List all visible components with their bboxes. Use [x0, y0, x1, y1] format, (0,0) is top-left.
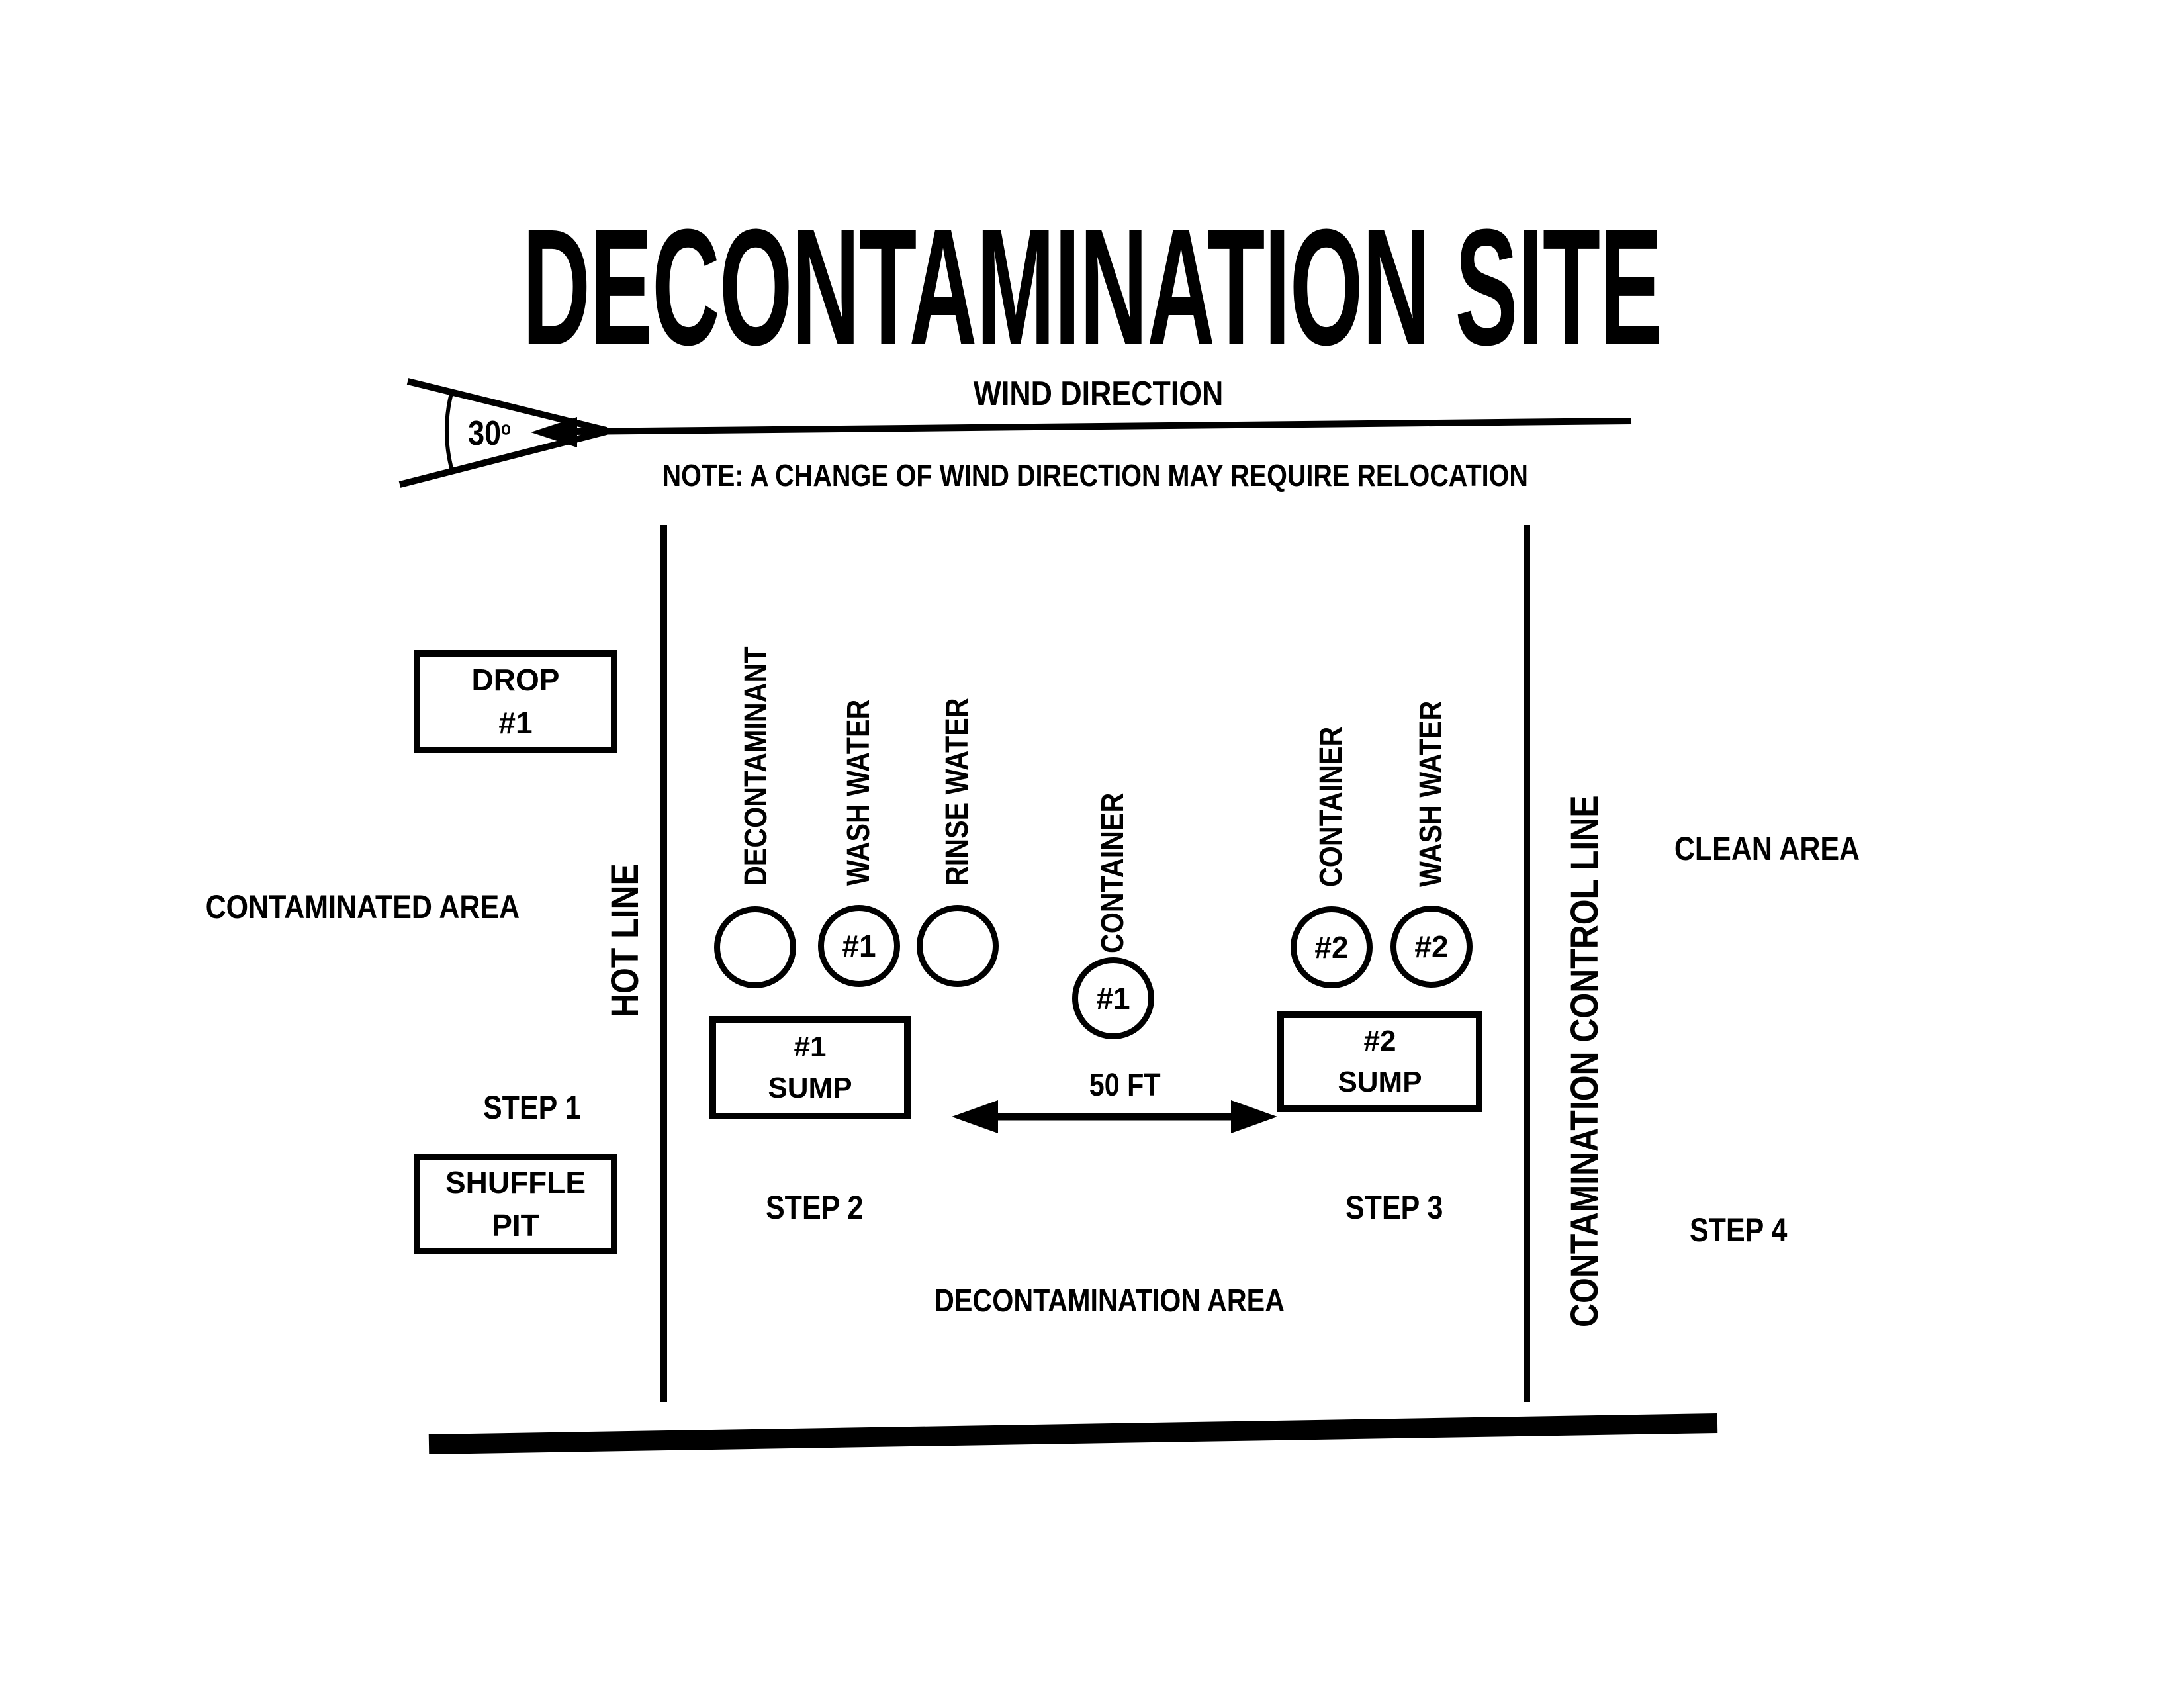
- station-circle-rinse-water: [917, 905, 999, 987]
- sump-1-box: #1 SUMP: [709, 1016, 911, 1119]
- drop-station-line2: #1: [498, 706, 533, 740]
- hot-line-label: HOT LINE: [604, 863, 647, 1017]
- station-label-container-2: CONTAINER: [1314, 726, 1349, 887]
- bottom-boundary-bar: [428, 1413, 1718, 1454]
- decontamination-area-label: DECONTAMINATION AREA: [934, 1284, 1285, 1319]
- wind-note: NOTE: A CHANGE OF WIND DIRECTION MAY REQ…: [662, 458, 1529, 492]
- station-circle-container-1: #1: [1072, 957, 1154, 1039]
- shuffle-pit-line2: PIT: [492, 1208, 539, 1243]
- drop-station-box: DROP #1: [414, 650, 617, 753]
- shuffle-pit-line1: SHUFFLE: [445, 1164, 586, 1199]
- station-circle-wash-water-1: #1: [818, 905, 900, 987]
- drop-station-line1: DROP: [471, 662, 560, 697]
- sump-2-line1: #2: [1363, 1024, 1396, 1057]
- page-title-text: DECONTAMINATION SITE: [522, 195, 1662, 379]
- station-label-wash-water-2: WASH WATER: [1414, 700, 1449, 887]
- station-circle-container-2: #2: [1291, 906, 1373, 988]
- shuffle-pit-box: SHUFFLE PIT: [414, 1154, 617, 1254]
- step-2-label: STEP 2: [766, 1189, 864, 1226]
- sump-2-box: #2 SUMP: [1277, 1011, 1482, 1112]
- sump-1-line1: #1: [794, 1030, 827, 1063]
- step-1-label: STEP 1: [483, 1089, 581, 1126]
- wind-direction-label: WIND DIRECTION: [974, 375, 1224, 413]
- wind-angle-arc: [445, 393, 454, 471]
- wind-angle-value: 30: [468, 414, 502, 453]
- station-label-decontaminant: DECONTAMINANT: [739, 646, 774, 886]
- sump-1-line2: SUMP: [768, 1072, 852, 1104]
- sump-2-line2: SUMP: [1338, 1066, 1422, 1098]
- wind-angle-degree-superscript: o: [501, 418, 512, 440]
- wind-angle-label: 30o: [430, 414, 549, 454]
- station-circle-wash-water-2: #2: [1390, 906, 1473, 988]
- wind-arrowhead-icon: [531, 417, 577, 447]
- station-label-wash-water-1: WASH WATER: [841, 699, 876, 886]
- clean-area-label: CLEAN AREA: [1674, 830, 1860, 867]
- page-title: DECONTAMINATION SITE: [0, 192, 2184, 383]
- distance-arrow-right-head-icon: [1231, 1100, 1277, 1133]
- contaminated-area-label: CONTAMINATED AREA: [205, 888, 520, 925]
- station-label-rinse-water: RINSE WATER: [940, 698, 975, 886]
- station-circle-decontaminant: [714, 906, 796, 988]
- distance-arrow-left-head-icon: [952, 1100, 998, 1133]
- wind-direction-line: [574, 418, 1632, 435]
- step-3-label: STEP 3: [1345, 1189, 1443, 1226]
- distance-label: 50 FT: [1089, 1068, 1161, 1103]
- step-4-label: STEP 4: [1690, 1211, 1788, 1248]
- station-label-container-1: CONTAINER: [1095, 792, 1130, 953]
- contamination-control-line-label: CONTAMINATION CONTROL LINE: [1563, 795, 1606, 1327]
